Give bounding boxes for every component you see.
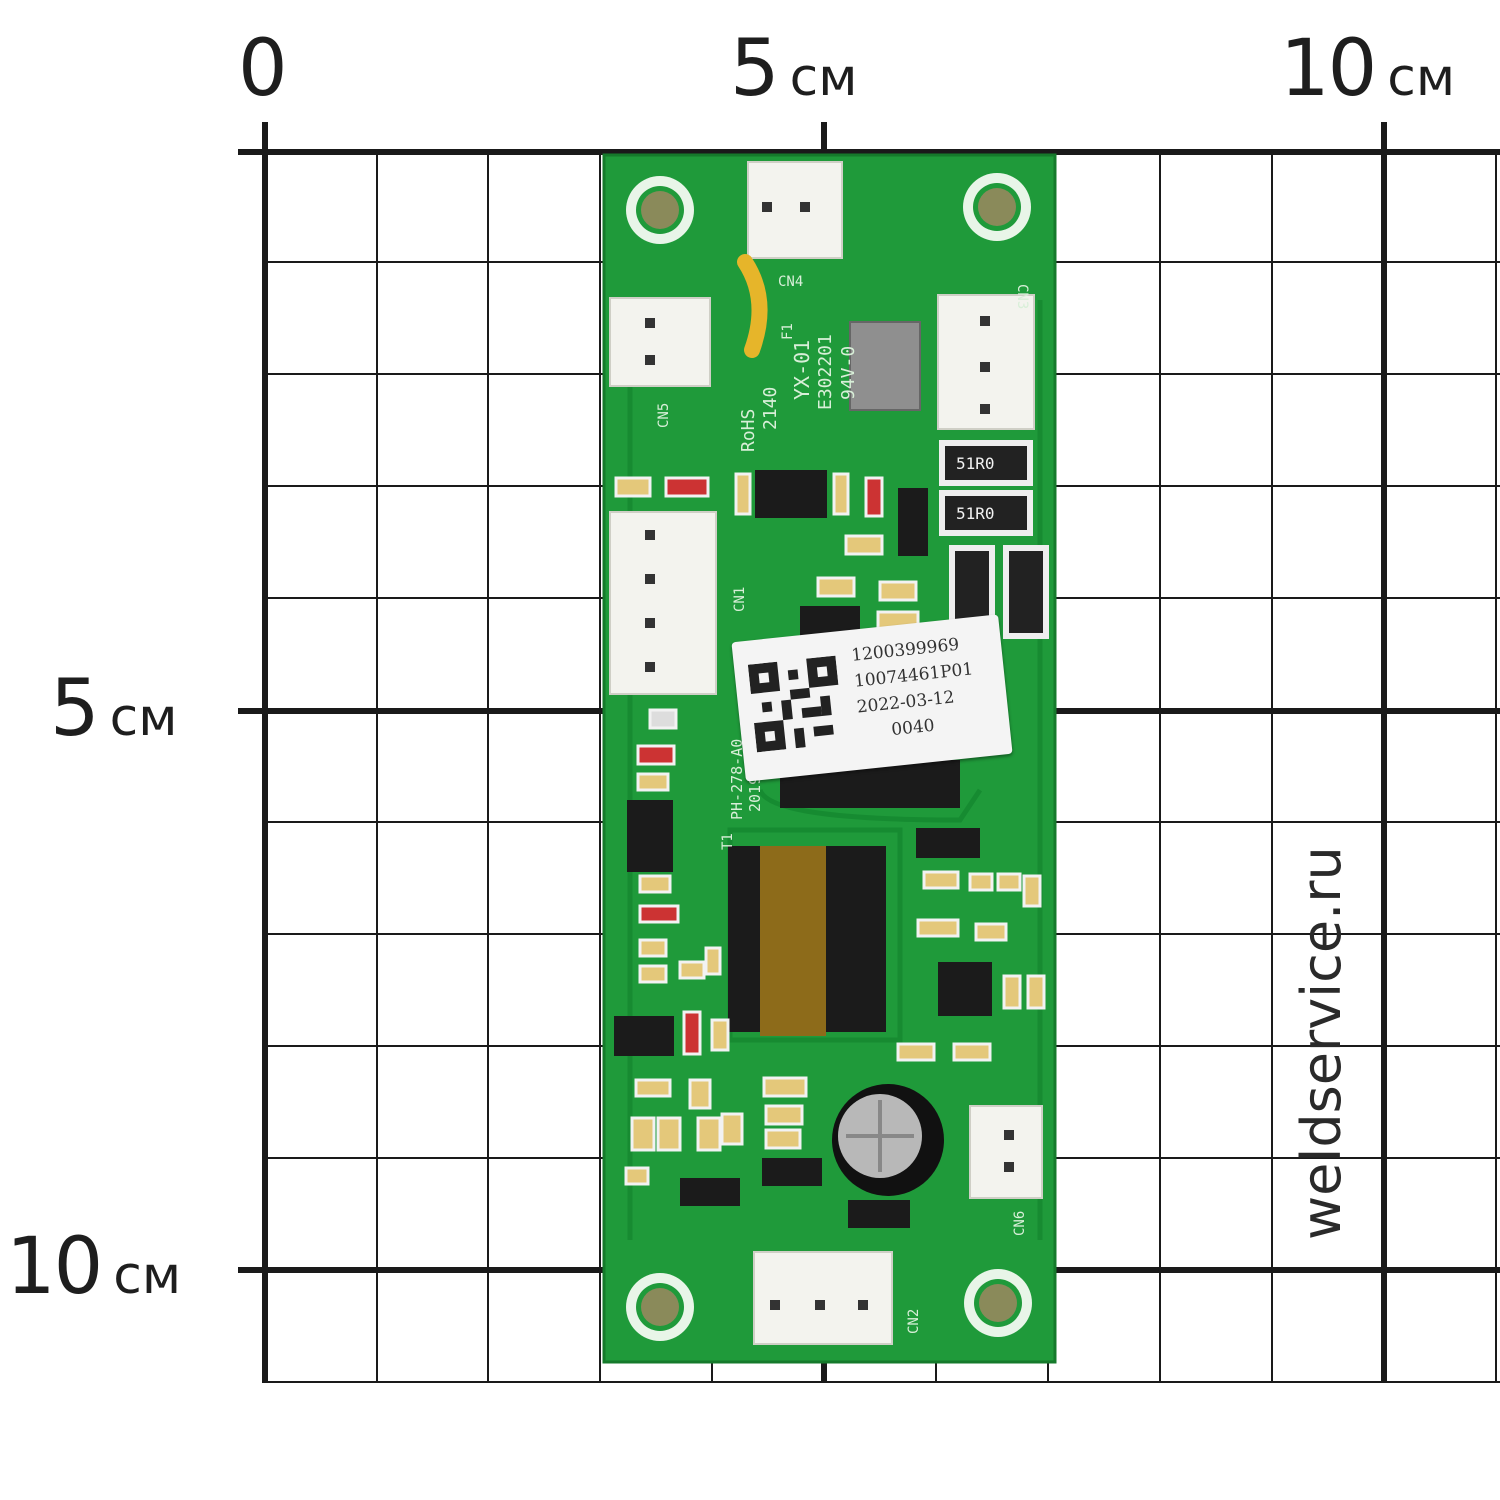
electrolytic-capacitor bbox=[832, 1084, 944, 1196]
sticker-serial: 1200399969 bbox=[850, 634, 961, 666]
connector-cn1 bbox=[609, 511, 717, 695]
silk-date-code: 2140 bbox=[760, 386, 781, 430]
silk-resistor-1: 51R0 bbox=[956, 454, 995, 473]
connector-cn5 bbox=[609, 297, 711, 387]
silk-cn4: CN4 bbox=[778, 274, 804, 290]
smd-components bbox=[614, 472, 1046, 1186]
scale-top-zero: 0 bbox=[238, 24, 288, 114]
watermark: weldservice.ru bbox=[1290, 846, 1353, 1240]
silk-cert: E302201 bbox=[815, 334, 836, 410]
silk-cn3: CN3 bbox=[1014, 284, 1030, 310]
sticker-date: 2022-03-12 bbox=[855, 687, 956, 718]
silk-cn2: CN2 bbox=[906, 1308, 922, 1334]
mounting-holes bbox=[626, 173, 1032, 1341]
connectors bbox=[609, 161, 1043, 1345]
silk-board-id: YX-01 bbox=[790, 339, 814, 400]
fuse bbox=[737, 254, 768, 358]
qr-code-icon bbox=[747, 655, 845, 753]
silk-fuse: F1 bbox=[780, 323, 796, 340]
connector-cn2 bbox=[753, 1251, 893, 1345]
silk-cn5: CN5 bbox=[656, 402, 672, 428]
ic-chips bbox=[614, 470, 992, 1228]
silk-cn6: CN6 bbox=[1012, 1210, 1028, 1236]
sticker-part-number: 10074461P01 bbox=[853, 659, 975, 692]
serial-sticker: 1200399969 10074461P01 2022-03-12 0040 bbox=[731, 614, 1013, 782]
connector-cn6 bbox=[969, 1105, 1043, 1199]
inductor bbox=[849, 321, 921, 411]
silk-resistor-2: 51R0 bbox=[956, 504, 995, 523]
silk-cn1: CN1 bbox=[732, 586, 748, 612]
silk-rating: 94V-0 bbox=[838, 345, 859, 400]
silk-transformer: T1 bbox=[720, 833, 736, 850]
sticker-batch: 0040 bbox=[890, 715, 936, 741]
silk-rohs: RoHS bbox=[738, 408, 759, 452]
